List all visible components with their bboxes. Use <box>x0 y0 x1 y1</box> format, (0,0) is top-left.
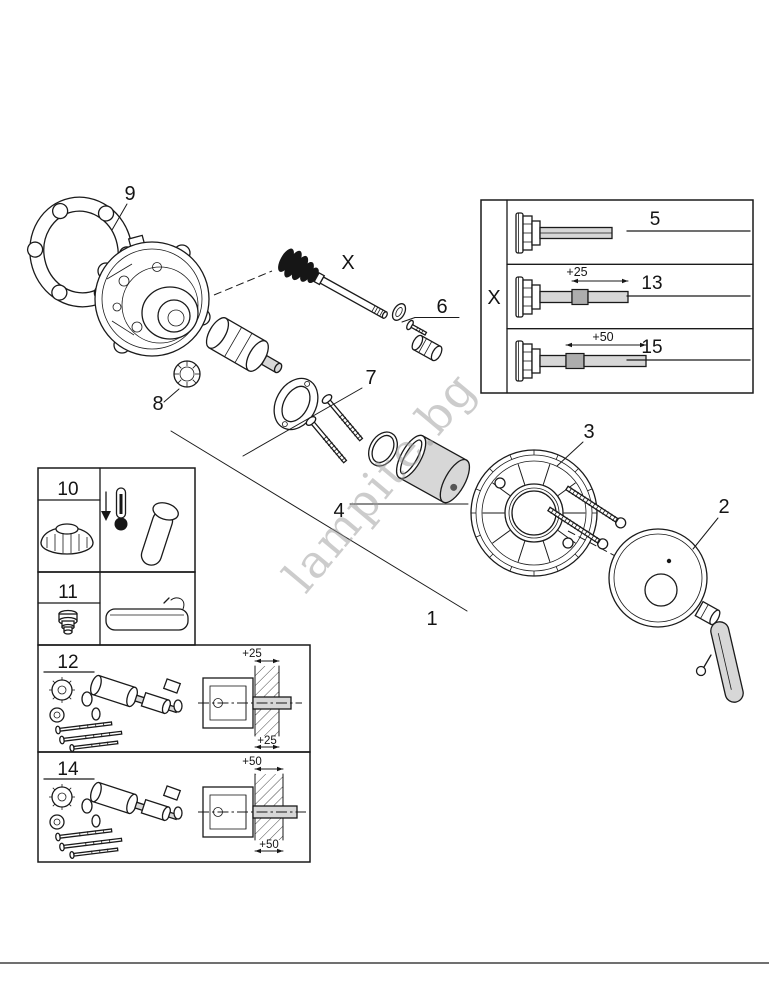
screw <box>320 392 366 444</box>
escutcheon-ring <box>273 377 319 431</box>
sleeve-part-4 <box>395 434 471 504</box>
leader-line-6 <box>401 317 416 323</box>
cartridge <box>205 317 283 374</box>
leader-line-9 <box>111 203 128 231</box>
part-label-6: 6 <box>436 296 447 318</box>
x-spindle <box>278 248 388 319</box>
screw <box>304 414 350 466</box>
part-6-group <box>391 303 460 362</box>
xbox-dim-25: +25 <box>566 265 587 279</box>
xbox-row-5: 5 <box>515 209 751 254</box>
sidebox-11-num: 11 <box>58 582 78 603</box>
part-7-group <box>242 377 398 467</box>
sidebox-11: 11 <box>37 571 196 646</box>
bathtub-drawing <box>105 597 189 631</box>
dim-top-25: +25 <box>242 648 262 660</box>
part-label-x: X <box>341 252 354 274</box>
xbox-dim-50: +50 <box>592 330 613 344</box>
xbox-row-num: 13 <box>641 273 662 294</box>
x-variants-box: X 5 +25 13 +50 15 <box>480 199 754 394</box>
flange-part-3 <box>470 449 598 577</box>
part-label-9: 9 <box>124 183 135 205</box>
leader-line-7 <box>242 387 363 457</box>
sidebox-14: 14 +50 +50 <box>37 751 311 863</box>
cross-section-25: +25 +25 <box>198 648 302 750</box>
valve-body <box>94 234 211 357</box>
adapter-drawing <box>58 609 78 635</box>
dim-bottom-50: +50 <box>259 839 279 851</box>
xbox-row-num: 5 <box>650 209 661 230</box>
lever-hub <box>694 600 721 626</box>
xbox-row-15: +50 15 <box>515 330 751 382</box>
cap-drawing <box>40 523 94 555</box>
sidebox-12-num: 12 <box>57 652 78 673</box>
xbox-row-num: 15 <box>641 337 662 358</box>
lever-handle <box>710 621 744 703</box>
sidebox-12: 12 +25 +25 <box>37 644 311 753</box>
part-label-2: 2 <box>718 496 729 518</box>
part-label-4: 4 <box>333 500 344 522</box>
knob-part-8 <box>173 360 201 388</box>
part-label-7: 7 <box>365 367 376 389</box>
lever-pin <box>695 654 712 677</box>
xbox-label: X <box>487 287 500 309</box>
coverplate-part-2 <box>608 528 708 628</box>
leader-line-8 <box>163 388 180 403</box>
temperature-down-icon <box>101 487 128 531</box>
dim-bottom-25: +25 <box>257 735 277 747</box>
sidebox-10-num: 10 <box>57 479 78 500</box>
o-ring <box>368 431 398 467</box>
leader-line-1 <box>170 430 468 612</box>
part-label-1: 1 <box>426 608 437 630</box>
dim-top-50: +50 <box>242 756 262 768</box>
part-label-3: 3 <box>583 421 594 443</box>
cross-section-50: +50 +50 <box>198 756 306 854</box>
sidebox-10: 10 <box>37 467 196 573</box>
leader-line-3 <box>556 441 584 467</box>
lever-drawing <box>140 502 179 566</box>
sidebox-14-num: 14 <box>57 759 79 780</box>
leader-line-2 <box>692 517 719 550</box>
xbox-row-13: +25 13 <box>515 265 751 318</box>
part-label-8: 8 <box>152 393 163 415</box>
service-kit-drawing <box>48 780 183 860</box>
service-kit-drawing <box>48 673 183 753</box>
centerline-x <box>213 270 273 296</box>
